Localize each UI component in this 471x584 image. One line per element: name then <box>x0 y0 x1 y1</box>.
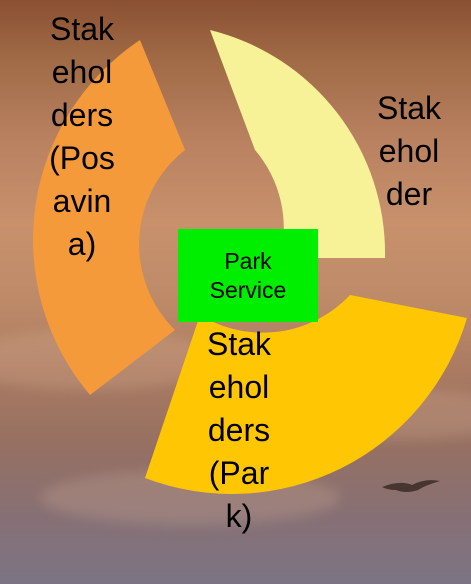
center-box-line-2: Service <box>209 276 287 303</box>
center-box-line-1: Park <box>224 247 272 274</box>
segment-top-right <box>210 30 386 258</box>
segment-left <box>33 40 186 395</box>
label-stakeholder: Stak ehol der <box>376 90 442 212</box>
bird-silhouette <box>382 480 440 492</box>
center-box-park-service: Park Service <box>178 229 318 322</box>
label-stakeholders-park: Stak ehol ders (Par k) <box>206 326 272 534</box>
label-stakeholders-posavina: Stak ehol ders (Pos avin a) <box>49 11 115 262</box>
segment-bottom <box>145 295 467 494</box>
